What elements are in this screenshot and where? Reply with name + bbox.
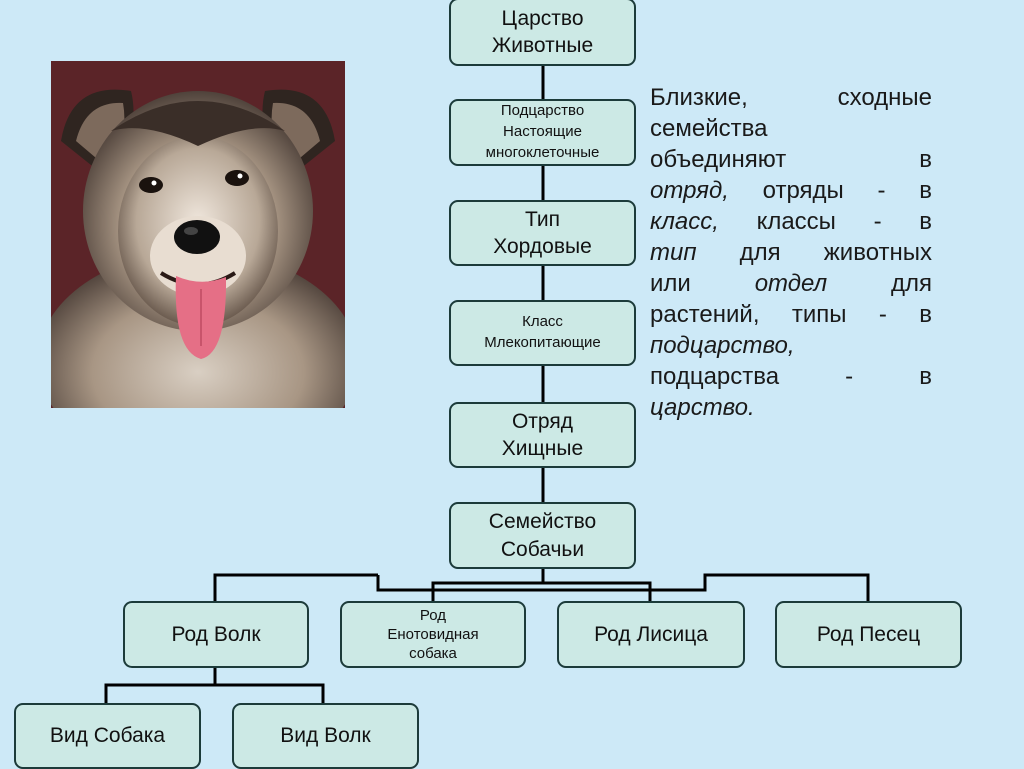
description-word: в	[919, 177, 932, 204]
node-genus-arctic-fox: Род Песец	[775, 601, 962, 668]
description-word: отряды	[762, 177, 844, 204]
node-order: Отряд Хищные	[449, 402, 636, 468]
description-line: тип для животных	[650, 237, 932, 268]
description-word: -	[873, 208, 882, 235]
description-line: царство.	[650, 392, 932, 423]
node-species-wolf: Вид Волк	[232, 703, 419, 769]
connector-branch-middle	[431, 581, 652, 601]
description-term: отряд,	[650, 177, 729, 204]
description-word: объединяют	[650, 146, 787, 173]
node-class: Класс Млекопитающие	[449, 300, 636, 366]
description-word: -	[877, 177, 886, 204]
description-term: царство.	[650, 394, 755, 421]
description-term: отдел	[754, 270, 828, 297]
description-word: сходные	[837, 84, 932, 111]
description-line: семейства	[650, 113, 932, 144]
description-line: класс, классы - в	[650, 206, 932, 237]
description-line: объединяют в	[650, 144, 932, 175]
description-word: классы	[756, 208, 836, 235]
description-term: класс,	[650, 208, 719, 235]
node-genus-wolf: Род Волк	[123, 601, 309, 668]
connector-branch-arctic-fox	[543, 573, 870, 601]
node-phylum: Тип Хордовые	[449, 200, 636, 266]
description-word: -	[845, 363, 854, 390]
description-term: тип	[650, 239, 697, 266]
description-word: для	[891, 270, 933, 297]
description-term: подцарство,	[650, 332, 795, 359]
description-word: -	[878, 301, 887, 328]
description-word: в	[919, 208, 933, 235]
description-line: подцарство,	[650, 330, 932, 361]
description-word: или	[650, 270, 691, 297]
description-word: в	[919, 301, 933, 328]
description-line: растений, типы - в	[650, 299, 932, 330]
dog-photo	[51, 61, 345, 408]
description-line: подцарства - в	[650, 361, 932, 392]
connector-branch-wolf	[213, 573, 378, 601]
description-word: подцарства	[650, 363, 780, 390]
node-family: Семейство Собачьи	[449, 502, 636, 569]
description-line: или отдел для	[650, 268, 932, 299]
description-word: животных	[823, 239, 933, 266]
description-word: в	[919, 363, 932, 390]
description-word: семейства	[650, 115, 768, 142]
description-word: растений,	[650, 301, 760, 328]
description-word: Близкие,	[650, 84, 748, 111]
description-line: Близкие, сходные	[650, 82, 932, 113]
node-genus-fox: Род Лисица	[557, 601, 745, 668]
description-line: отряд, отряды - в	[650, 175, 932, 206]
connector-species-branch	[104, 683, 325, 703]
description-word: для	[739, 239, 781, 266]
node-subkingdom: Подцарство Настоящие многоклеточные	[449, 99, 636, 166]
node-genus-raccoon-dog: Род Енотовидная собака	[340, 601, 526, 668]
description-word: типы	[791, 301, 847, 328]
connector-branch-left-inner	[376, 575, 543, 592]
dog-image	[51, 61, 345, 408]
node-species-dog: Вид Собака	[14, 703, 201, 769]
node-kingdom: Царство Животные	[449, 0, 636, 66]
description-word: в	[919, 146, 932, 173]
